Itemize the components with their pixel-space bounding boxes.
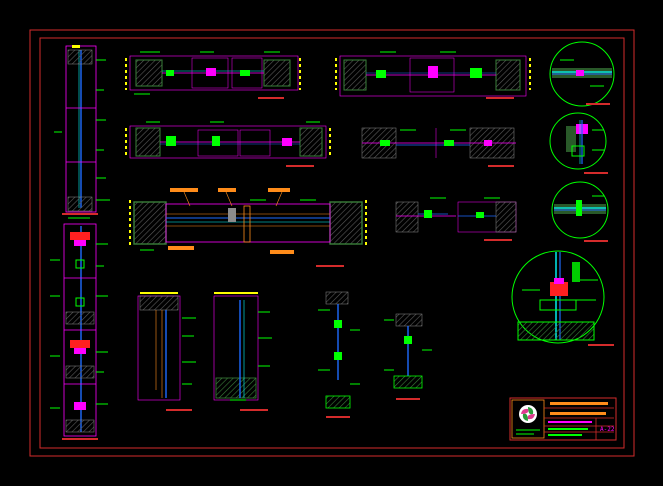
swirl-logo-icon (519, 405, 537, 423)
elevation-detail-1 (137, 292, 196, 411)
circle-detail-1 (549, 41, 615, 107)
plan-detail-mid-2 (361, 127, 516, 167)
plan-detail-small-pair (395, 197, 517, 241)
section-detail-3 (318, 291, 360, 418)
plan-detail-large (129, 188, 367, 267)
section-detail-4 (384, 313, 432, 400)
title-block[interactable]: A-22 (509, 397, 617, 441)
elevation-detail-2 (213, 292, 272, 411)
circle-detail-3 (551, 181, 609, 242)
plan-detail-top-2 (335, 51, 531, 99)
vertical-section-left (50, 45, 110, 440)
plan-detail-top-1 (125, 51, 301, 99)
sheet-border (29, 29, 635, 457)
circle-detail-large (511, 250, 614, 346)
plan-detail-mid-1 (125, 121, 331, 167)
circle-detail-2 (549, 112, 608, 174)
sheet-code: A-22 (600, 426, 615, 433)
